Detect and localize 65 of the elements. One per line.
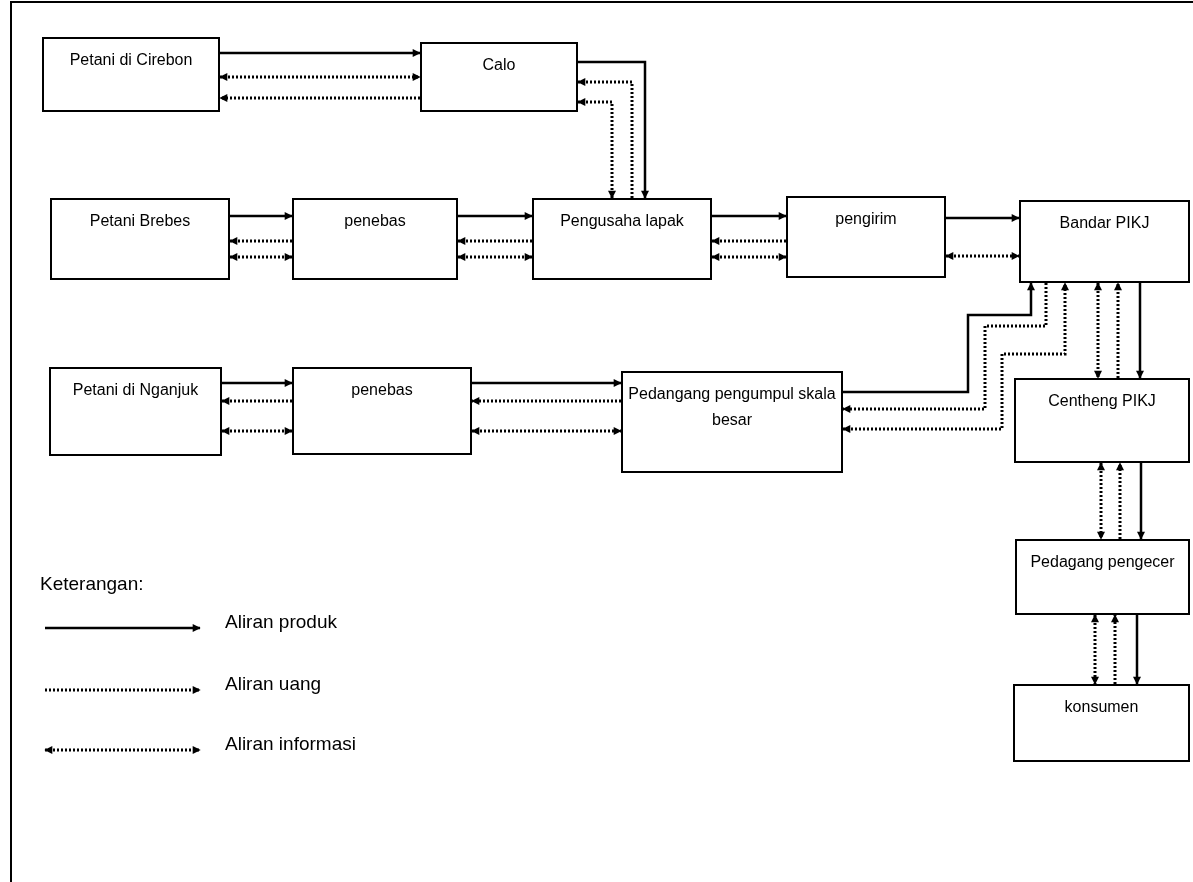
process-box [1015,539,1190,615]
legend-text: Aliran informasi [225,732,356,756]
process-box [420,42,578,112]
arrow [577,98,616,199]
legend-text: Aliran uang [225,672,322,696]
arrow [945,252,1020,260]
arrow [220,49,421,57]
arrow [230,212,293,220]
arrow [457,237,532,245]
process-box [292,198,458,280]
arrow [471,427,622,435]
arrow [1111,614,1119,684]
arrow [946,214,1020,222]
box-label: Pengusaha lapak [560,211,684,231]
arrow [711,237,786,245]
arrow [1133,615,1141,685]
arrow [221,427,293,435]
arrow [458,212,533,220]
arrow [457,253,533,261]
arrow [472,379,622,387]
box-label: penebas [351,380,413,400]
arrow [1136,283,1144,379]
box-label: Pedangang pengumpul skala besar [627,384,837,430]
arrow [229,237,292,245]
box-label: Calo [482,55,516,75]
arrow [843,282,1035,394]
box-label: Petani di Cirebon [69,50,193,70]
process-box [621,371,843,473]
arrow [712,212,787,220]
arrow [711,253,787,261]
arrow [1094,282,1102,379]
arrow [1137,463,1145,540]
box-label: pengirim [835,209,897,229]
arrow [222,379,293,387]
box-label: Petani Brebes [89,211,191,231]
process-box [50,198,230,280]
legend-heading: Keterangan: [40,572,144,596]
box-label: Centheng PIKJ [1048,391,1156,411]
arrow [578,60,649,199]
arrow [471,397,621,405]
arrow [1114,282,1122,378]
process-box [786,196,946,278]
process-box [49,367,222,456]
process-box [1013,684,1190,762]
arrow [221,397,292,405]
process-box [292,367,472,455]
process-box [532,198,712,280]
arrow [1116,462,1124,539]
box-label: penebas [344,211,406,231]
arrow [229,253,293,261]
arrow [842,282,1069,433]
process-box [42,37,220,112]
arrow [1091,614,1099,685]
arrow [1097,462,1105,540]
box-label: konsumen [1064,697,1139,717]
arrow [842,283,1048,413]
process-box [1014,378,1190,463]
legend-text: Aliran produk [225,610,337,634]
box-label: Bandar PIKJ [1059,213,1150,233]
arrow [219,73,421,81]
box-label: Pedagang pengecer [1030,552,1175,572]
process-box [1019,200,1190,283]
arrow [577,78,634,198]
box-label: Petani di Nganjuk [72,380,199,400]
arrow [219,94,420,102]
